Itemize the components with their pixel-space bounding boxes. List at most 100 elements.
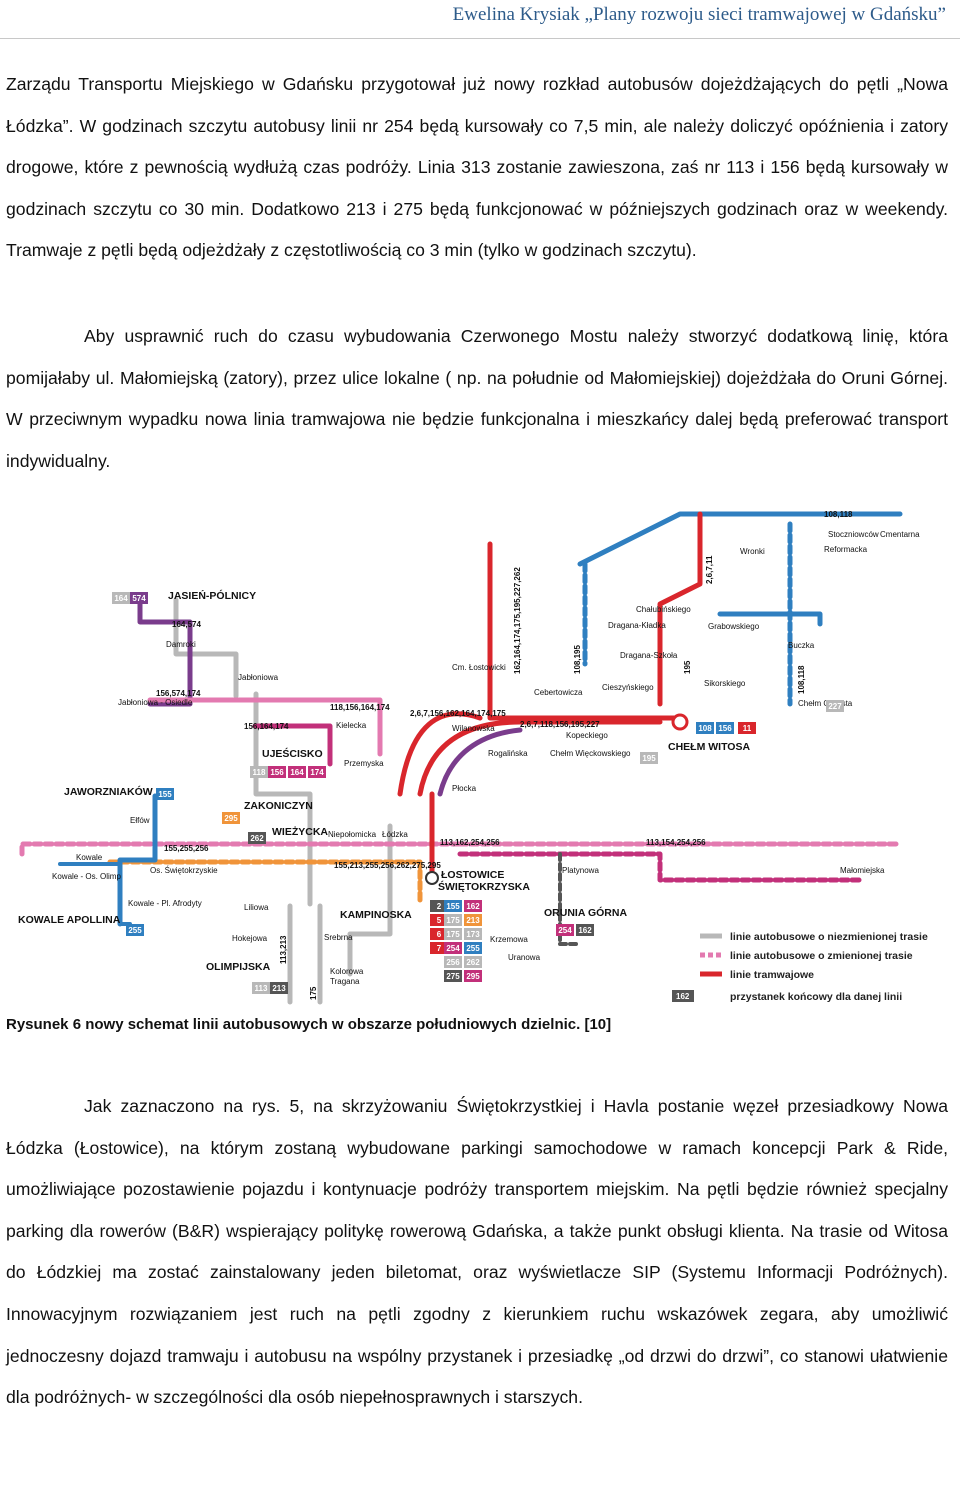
line-numbers-label: 195 [683, 660, 692, 674]
magenta-line [457, 851, 863, 883]
magenta-line [252, 723, 333, 767]
line-badge [716, 722, 734, 734]
line-badge-label: 256 [446, 958, 460, 967]
line-badge-label: 5 [437, 916, 442, 925]
line-badge [464, 900, 482, 912]
line-badge-label: 162 [578, 926, 592, 935]
stop-label: Małomiejska [840, 866, 885, 875]
stop-label: Jabłoniowa [238, 673, 279, 682]
line-badge [268, 766, 286, 778]
hub-label: OLIMPIJSKA [206, 961, 271, 973]
line-badge [826, 700, 844, 712]
legend-badge-label: 162 [676, 992, 690, 1001]
line-badge [696, 722, 714, 734]
hub-label: JAWORZNIAKÓW [64, 785, 153, 798]
line-numbers-label: 164,574 [172, 620, 201, 629]
line-numbers-label: 118,156,164,174 [330, 703, 390, 712]
stop-label: Kowale [76, 853, 103, 862]
page-header: Ewelina Krysiak „Plany rozwoju sieci tra… [0, 0, 960, 39]
stop-label: Os. Świętokrzyskie [150, 866, 218, 875]
line-badge [430, 914, 448, 926]
stop-label: Wilanowska [452, 724, 495, 733]
line-badge [640, 752, 658, 764]
paragraph-3-block: Jak zaznaczono na rys. 5, na skrzyżowani… [6, 1086, 948, 1419]
line-badge-label: 213 [466, 916, 480, 925]
legend-badge [672, 990, 694, 1002]
stop-label: Liliowa [244, 903, 269, 912]
line-numbers-label: 155,255,256 [164, 844, 209, 853]
hub-label: UJEŚCISKO [262, 747, 323, 760]
stop-label: Cebertowicza [534, 688, 583, 697]
stop-label: Platynowa [562, 866, 599, 875]
stop-label: Rogalińska [488, 749, 528, 758]
legend-label: przystanek końcowy dla danej linii [730, 991, 902, 1003]
line-badge [464, 914, 482, 926]
line-badge-label: 262 [466, 958, 480, 967]
line-badge [248, 832, 266, 844]
line-badge [444, 942, 462, 954]
line-numbers-label: 113,213 [279, 935, 288, 964]
line-badge [430, 928, 448, 940]
line-badge-label: 175 [446, 930, 460, 939]
terminal-ring [425, 871, 439, 885]
pink-line [19, 841, 463, 857]
red-tram-line [657, 511, 703, 707]
stop-label: Chełm Cienista [798, 699, 853, 708]
line-badge-label: 255 [466, 944, 480, 953]
legend-label: linie tramwajowe [730, 969, 814, 981]
line-badge [288, 766, 306, 778]
bus-network-map: JASIEŃ-PÓLNICY UJEŚCISKO JAWORZNIAKÓW ZA… [18, 510, 928, 1005]
paragraph: Jak zaznaczono na rys. 5, na skrzyżowani… [6, 1096, 948, 1408]
line-numbers-label: 108,118 [824, 510, 853, 519]
hub-label: ORUNIA GÓRNA [544, 906, 627, 919]
line-badge [464, 970, 482, 982]
stop-label: Srebrna [324, 933, 353, 942]
purple-tram-line [437, 727, 523, 797]
darkgrey-line [558, 852, 582, 946]
hub-label: CHEŁM WITOSA [668, 741, 750, 753]
line-badge-label: 6 [437, 930, 442, 939]
line-numbers-label: 155,213,255,256,262,275,295 [334, 861, 441, 870]
stop-label: Ełfów [130, 816, 150, 825]
line-badge-label: 227 [828, 702, 842, 711]
line-numbers-label: 113,162,254,256 [440, 838, 500, 847]
line-badge [444, 970, 462, 982]
line-badge [222, 812, 240, 824]
line-badge [270, 982, 288, 994]
line-badge-label: 162 [466, 902, 480, 911]
stop-label: Jabłoniowa - Osiedle [118, 698, 193, 707]
line-badge [444, 928, 462, 940]
stop-label: Cmentarna [880, 530, 920, 539]
map-lines [19, 511, 903, 1005]
hub-label: JASIEŃ-PÓLNICY [168, 589, 256, 602]
line-badge-label: 574 [132, 594, 146, 603]
bus-network-map-figure: JASIEŃ-PÓLNICY UJEŚCISKO JAWORZNIAKÓW ZA… [0, 504, 960, 1006]
line-badge [156, 788, 174, 800]
stop-label: Chełm Więckowskiego [550, 749, 631, 758]
line-numbers-label: 175 [309, 986, 318, 1000]
stop-label: Dragana-Szkoła [620, 651, 678, 660]
line-badge-label: 254 [446, 944, 460, 953]
stop-label: Sikorskiego [704, 679, 746, 688]
legend-label: linie autobusowe o zmienionej trasie [730, 950, 913, 962]
line-badge-label: 213 [272, 984, 286, 993]
line-numbers-label: 113,154,254,256 [646, 838, 706, 847]
stop-label: Kopeckiego [566, 731, 608, 740]
line-badge [464, 942, 482, 954]
grey-line [253, 691, 313, 907]
line-numbers-label: 156,574,174 [156, 689, 201, 698]
line-badge-label: 275 [446, 972, 460, 981]
hub-label: ŚWIĘTOKRZYSKA [438, 880, 530, 893]
line-badge [126, 924, 144, 936]
line-numbers-label: 2,6,7,156,162,164,174,175 [410, 709, 506, 718]
line-badge-label: 108 [698, 724, 712, 733]
line-badge-label: 164 [114, 594, 128, 603]
hub-label: WIEŻYCKA [272, 825, 328, 838]
stop-label: Krzemowa [490, 935, 528, 944]
hub-label: ZAKONICZYN [244, 800, 313, 812]
blue-line [58, 862, 132, 926]
line-badge-label: 156 [718, 724, 732, 733]
stop-label: Uranowa [508, 953, 541, 962]
stop-label: Kolorowa [330, 967, 364, 976]
